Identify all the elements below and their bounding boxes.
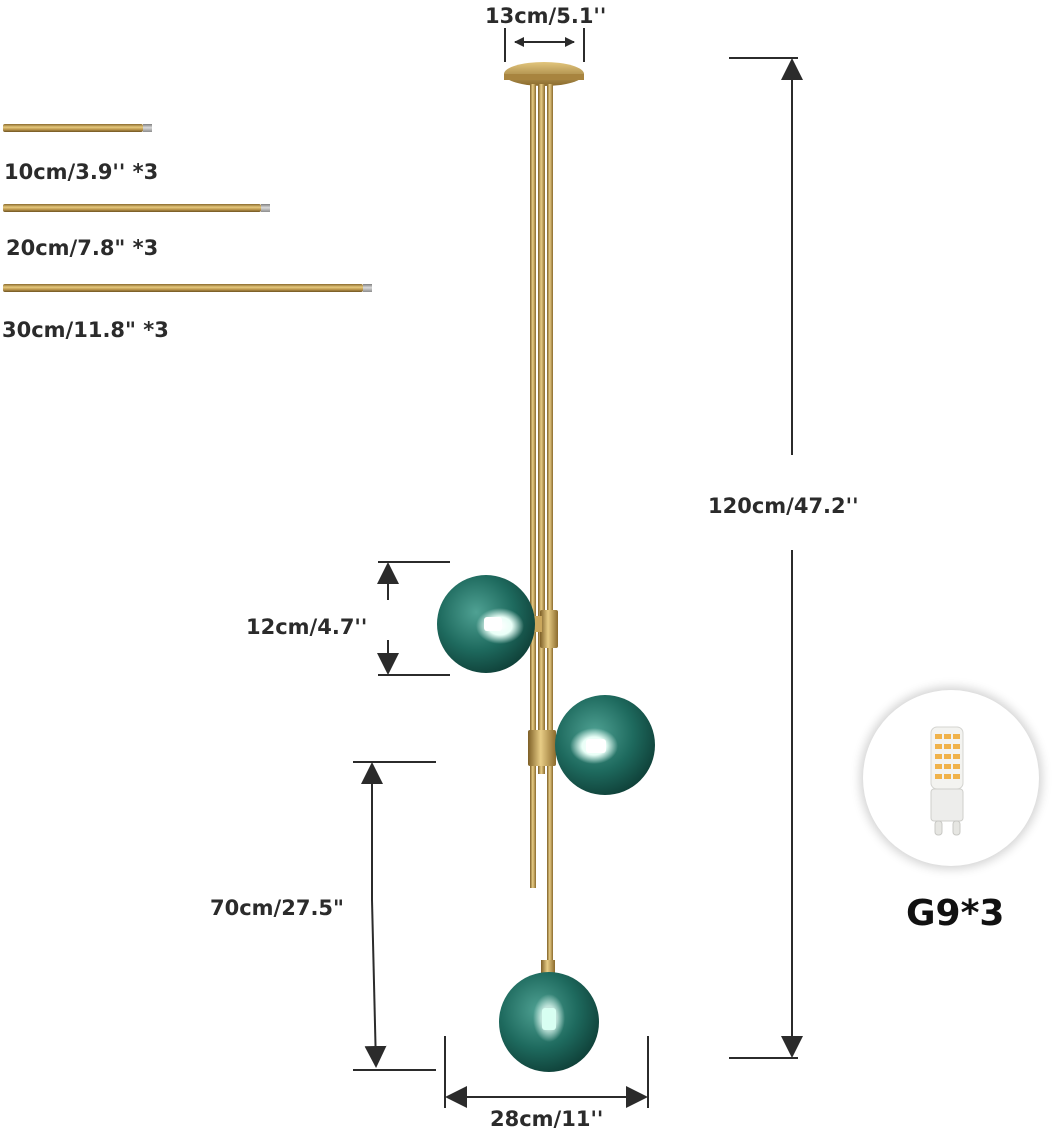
globe-middle — [555, 695, 655, 795]
canopy-width-dimension — [504, 28, 585, 62]
globe-height-dimension — [377, 561, 450, 676]
rod-20cm — [3, 204, 270, 212]
canopy-width-label: 13cm/5.1'' — [485, 4, 607, 28]
lamp-stems — [528, 84, 558, 974]
bottom-width-dimension — [444, 1036, 649, 1108]
rod-10cm-label: 10cm/3.9'' *3 — [4, 160, 159, 184]
rod-30cm-label: 30cm/11.8" *3 — [2, 318, 169, 342]
globe-height-label: 12cm/4.7'' — [246, 615, 368, 639]
total-height-dimension — [729, 57, 803, 1059]
lower-drop-label: 70cm/27.5" — [210, 896, 344, 920]
globe-upper — [437, 575, 542, 673]
bulb-label: G9*3 — [906, 893, 1005, 934]
globe-lower — [499, 972, 599, 1072]
ceiling-canopy — [504, 62, 584, 86]
bottom-width-label: 28cm/11'' — [490, 1107, 604, 1131]
total-height-label: 120cm/47.2'' — [708, 494, 859, 518]
bulb-badge — [863, 690, 1039, 866]
rod-30cm — [3, 284, 372, 292]
lower-drop-dimension — [353, 761, 436, 1071]
g9-bulb-icon — [930, 726, 964, 836]
rod-20cm-label: 20cm/7.8" *3 — [6, 236, 159, 260]
rod-10cm — [3, 124, 152, 132]
